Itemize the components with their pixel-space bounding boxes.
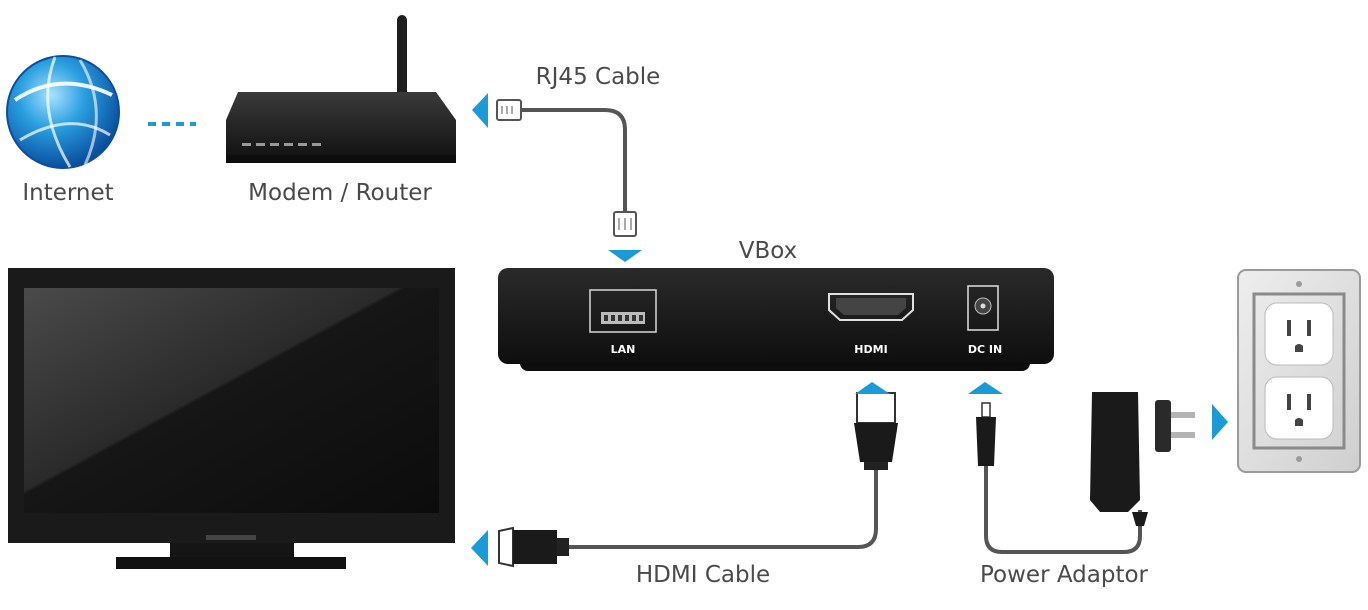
modem-router-label: Modem / Router bbox=[248, 180, 432, 206]
outlet-arrow bbox=[1212, 404, 1228, 440]
tv-port-arrow bbox=[471, 530, 488, 566]
rj45-cable bbox=[496, 99, 637, 237]
dc-in-port-icon bbox=[967, 285, 999, 331]
modem-router-icon bbox=[226, 15, 456, 163]
hdmi-port-icon bbox=[828, 293, 914, 321]
hdmi-port-label: HDMI bbox=[854, 343, 887, 356]
hdmi-port-arrow bbox=[855, 382, 890, 394]
vbox-label: VBox bbox=[739, 238, 798, 264]
power-adaptor-label: Power Adaptor bbox=[980, 562, 1149, 588]
power-adaptor bbox=[976, 392, 1195, 554]
wall-outlet-icon bbox=[1237, 269, 1361, 473]
lan-port-label: LAN bbox=[611, 343, 636, 356]
dc-in-port-label: DC IN bbox=[968, 343, 1002, 356]
lan-port-icon bbox=[589, 289, 657, 333]
hdmi-cable-label: HDMI Cable bbox=[636, 562, 770, 588]
television-icon bbox=[8, 268, 455, 569]
internet-label: Internet bbox=[22, 180, 113, 206]
dc-in-port-arrow bbox=[968, 382, 1003, 394]
lan-port-arrow bbox=[608, 250, 642, 262]
hdmi-cable bbox=[498, 392, 898, 568]
vbox-device bbox=[498, 268, 1054, 371]
router-port-arrow bbox=[472, 93, 488, 128]
rj45-cable-label: RJ45 Cable bbox=[536, 64, 661, 90]
internet-globe-icon bbox=[6, 55, 120, 169]
